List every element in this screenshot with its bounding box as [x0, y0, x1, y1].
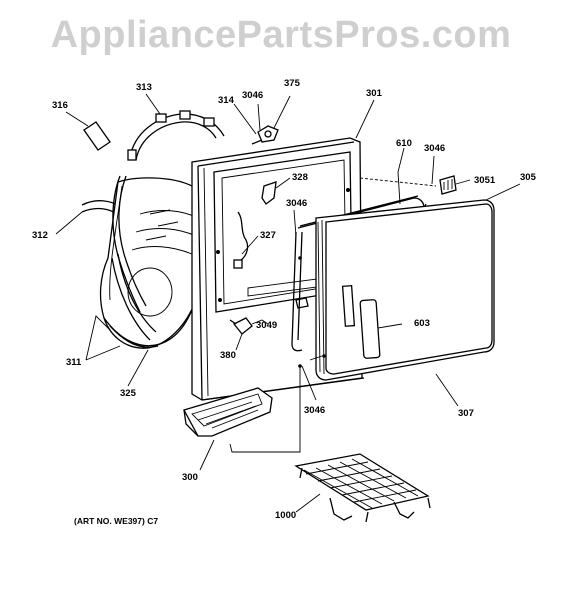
- callout-1000: 1000: [275, 510, 297, 521]
- part-3049-screw: [295, 297, 309, 309]
- callout-300: 300: [182, 472, 198, 483]
- art-number: (ART NO. WE397) C7: [74, 516, 159, 526]
- callout-3049: 3049: [256, 320, 278, 331]
- part-311-duct-assembly: [99, 177, 205, 349]
- part-375-hinge: [251, 125, 279, 145]
- callout-301: 301: [366, 88, 382, 99]
- callout-380: 380: [220, 350, 236, 361]
- callout-603: 603: [414, 318, 430, 329]
- part-313-ring-bracket: [127, 110, 225, 161]
- callout-313: 313: [136, 82, 152, 93]
- callout-3046-top: 3046: [242, 90, 264, 101]
- part-316-strip: [83, 121, 111, 151]
- callout-3046-mid: 3046: [286, 198, 308, 209]
- callout-312: 312: [32, 230, 48, 241]
- callout-314: 314: [218, 95, 234, 106]
- leader-lines: [55, 93, 521, 513]
- part-380-knob: [229, 317, 253, 335]
- callout-328: 328: [292, 172, 308, 183]
- callout-305: 305: [520, 172, 536, 183]
- part-312-left-coil: [112, 175, 147, 313]
- part-1000-drying-rack: [294, 453, 431, 523]
- callout-3051: 3051: [474, 175, 496, 186]
- part-3051-catch: [439, 175, 457, 195]
- callout-3046-right: 3046: [424, 143, 446, 154]
- part-328-clip: [261, 181, 277, 205]
- callout-3046-bottom: 3046: [304, 405, 326, 416]
- part-327-latch: [233, 211, 249, 269]
- callout-610: 610: [396, 138, 412, 149]
- part-300-lint-filter: [183, 387, 273, 437]
- callout-311: 311: [66, 357, 82, 368]
- callout-327: 327: [260, 230, 276, 241]
- callout-316: 316: [52, 100, 68, 111]
- callout-307: 307: [458, 408, 474, 419]
- callout-325: 325: [120, 388, 136, 399]
- watermark-text: AppliancePartsPros.com: [50, 14, 512, 56]
- part-307-door: [315, 199, 495, 381]
- callout-375: 375: [284, 78, 300, 89]
